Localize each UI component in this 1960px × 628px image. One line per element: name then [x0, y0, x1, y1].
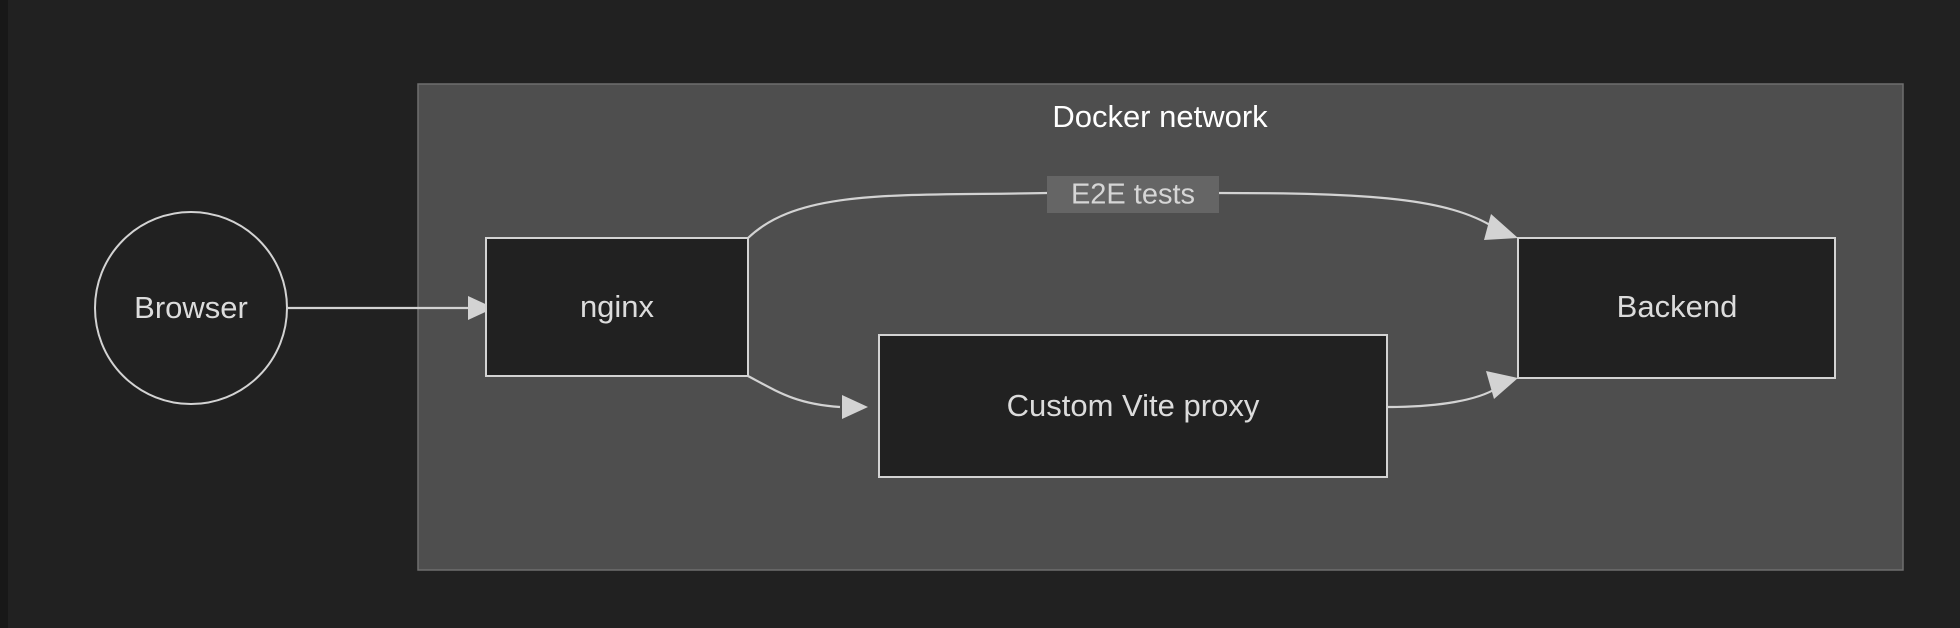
node-browser-circle[interactable]: [94, 211, 288, 405]
edge-nginx-to-vite-proxy-path: [747, 375, 841, 409]
edge-label-e2e-tests-background: [1047, 176, 1219, 213]
edge-browser-to-nginx-arrowhead: [468, 296, 494, 320]
edge-label-e2e-tests-text: E2E tests: [1071, 179, 1195, 211]
node-backend-label: Backend: [1617, 289, 1738, 324]
cluster-docker-network-label: Docker network: [1052, 99, 1268, 134]
left-gutter-strip: [0, 0, 8, 628]
node-nginx-label: nginx: [580, 289, 655, 324]
node-nginx[interactable]: nginx: [485, 237, 749, 377]
edge-nginx-to-vite-proxy: [747, 375, 868, 419]
node-browser-label: Browser: [134, 290, 248, 325]
node-browser[interactable]: Browser: [94, 211, 288, 405]
edge-browser-to-nginx: [288, 296, 494, 320]
edge-nginx-to-backend-arrowhead: [1484, 214, 1518, 240]
node-vite-proxy[interactable]: Custom Vite proxy: [878, 334, 1388, 478]
edge-nginx-to-vite-proxy-arrowhead: [842, 395, 868, 419]
node-nginx-rect[interactable]: [485, 237, 749, 377]
node-vite-proxy-label: Custom Vite proxy: [1007, 388, 1260, 423]
edge-label-e2e-tests: E2E tests: [1047, 176, 1219, 213]
edge-vite-proxy-to-backend-arrowhead: [1486, 371, 1518, 399]
node-vite-proxy-rect[interactable]: [878, 334, 1388, 478]
node-backend-rect[interactable]: [1517, 237, 1836, 379]
edge-vite-proxy-to-backend-path: [1386, 387, 1498, 409]
edge-vite-proxy-to-backend: [1386, 371, 1518, 409]
node-backend[interactable]: Backend: [1517, 237, 1836, 379]
